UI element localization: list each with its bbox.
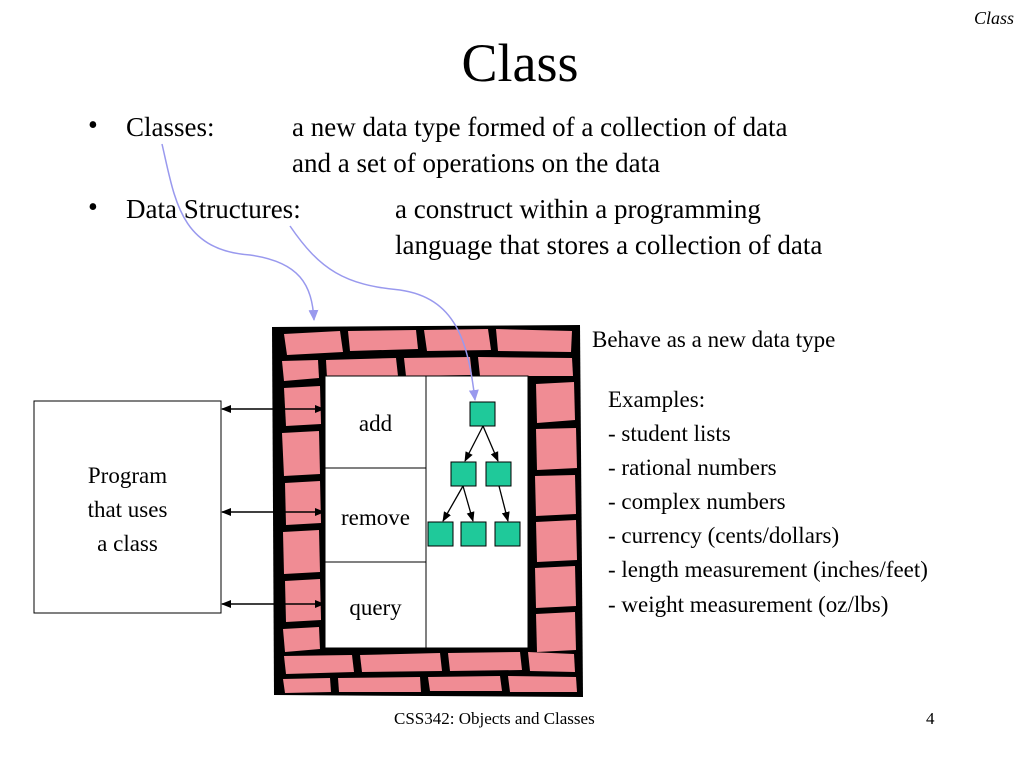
example-item: - rational numbers	[608, 455, 777, 480]
bullet-def-classes-line2: and a set of operations on the data	[292, 148, 661, 178]
example-item: - complex numbers	[608, 489, 786, 514]
slide-title: Class	[461, 33, 579, 93]
tree-node	[450, 461, 477, 487]
behave-label: Behave as a new data type	[592, 327, 836, 352]
program-box	[33, 400, 222, 614]
footer-text: CSS342: Objects and Classes	[394, 709, 595, 728]
bullet-marker: •	[88, 110, 98, 141]
pointer-arrow-classes	[161, 143, 319, 321]
example-item: - length measurement (inches/feet)	[608, 557, 928, 582]
corner-label: Class	[973, 8, 1014, 28]
pointer-arrow-data-structures	[289, 225, 479, 401]
tree-structure	[442, 425, 510, 522]
bullet-def-ds-line1: a construct within a programming	[395, 194, 761, 224]
program-box-label: Program that uses a class	[87, 463, 168, 556]
example-item: - student lists	[608, 421, 731, 446]
operation-add: add	[358, 411, 393, 436]
example-item: - currency (cents/dollars)	[608, 523, 840, 548]
example-item: - weight measurement (oz/lbs)	[608, 592, 889, 617]
examples-heading: Examples:	[608, 387, 706, 412]
bullet-marker: •	[88, 192, 98, 223]
tree-node	[427, 521, 454, 547]
page-number: 4	[926, 709, 935, 728]
operation-remove: remove	[341, 505, 410, 530]
tree-node	[485, 461, 512, 487]
bullet-def-ds-line2: language that stores a collection of dat…	[395, 230, 823, 260]
bullet-term-classes: Classes:	[126, 112, 215, 142]
tree-node	[469, 401, 496, 427]
operation-query: query	[349, 595, 402, 620]
tree-node	[494, 521, 521, 547]
bullet-term-data-structures: Data Structures:	[126, 194, 301, 224]
tree-node	[460, 521, 487, 547]
bullet-def-classes-line1: a new data type formed of a collection o…	[292, 112, 788, 142]
